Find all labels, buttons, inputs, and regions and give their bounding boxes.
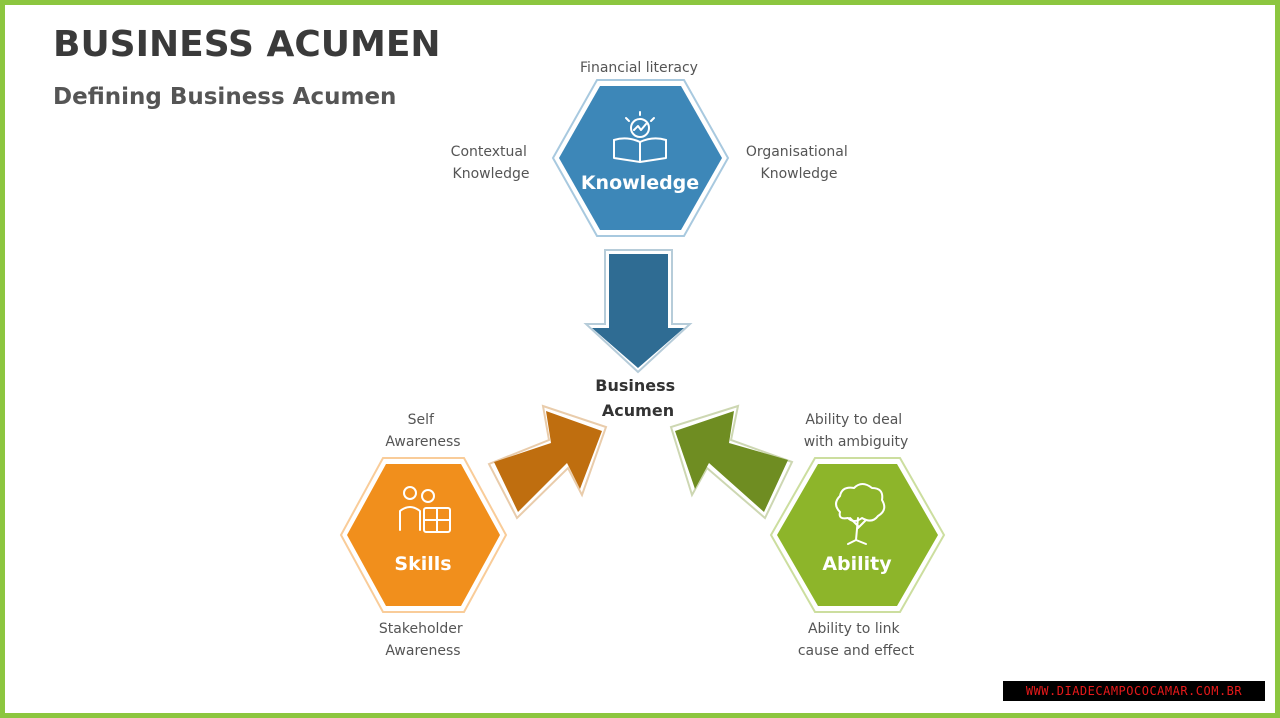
ability-ambiguity-line2: with ambiguity bbox=[804, 434, 909, 450]
ability-node: Ability bbox=[769, 457, 946, 613]
tree-brain-icon bbox=[835, 483, 886, 545]
ability-ambiguity-label: Ability to deal with ambiguity bbox=[804, 412, 909, 450]
book-idea-icon bbox=[613, 111, 667, 163]
knowledge-hexagon-outline bbox=[551, 79, 730, 237]
knowledge-node: Knowledge bbox=[551, 79, 730, 237]
skills-hexagon-outline bbox=[339, 457, 508, 613]
center-line1: Business bbox=[595, 376, 675, 395]
organisational-knowledge-line1: Organisational bbox=[746, 144, 848, 160]
ability-ambiguity-line1: Ability to deal bbox=[805, 412, 902, 428]
organisational-knowledge-line2: Knowledge bbox=[761, 166, 838, 182]
knowledge-label: Knowledge bbox=[581, 172, 699, 194]
contextual-knowledge-line1: Contextual bbox=[451, 144, 527, 160]
knowledge-arrow-shape bbox=[592, 254, 684, 368]
ability-hexagon bbox=[777, 464, 938, 606]
contextual-knowledge-line2: Knowledge bbox=[453, 166, 530, 182]
people-puzzle-icon bbox=[399, 486, 451, 533]
stakeholder-awareness-line2: Awareness bbox=[385, 643, 460, 659]
ability-cause-effect-line2: cause and effect bbox=[798, 643, 915, 659]
knowledge-arrow bbox=[583, 249, 693, 374]
stakeholder-awareness-line1: Stakeholder bbox=[379, 621, 463, 637]
self-awareness-line1: Self bbox=[408, 412, 435, 428]
financial-literacy-label: Financial literacy bbox=[580, 60, 698, 76]
business-acumen-center-label: Business Acumen bbox=[595, 376, 680, 420]
ability-cause-effect-label: Ability to link cause and effect bbox=[798, 621, 915, 659]
skills-hexagon bbox=[347, 464, 500, 606]
skills-node: Skills bbox=[339, 457, 508, 613]
ability-arrow bbox=[669, 404, 794, 520]
skills-label: Skills bbox=[394, 553, 451, 575]
self-awareness-label: Self Awareness bbox=[385, 412, 460, 450]
ability-label: Ability bbox=[822, 553, 892, 575]
slide-title: BUSINESS ACUMEN bbox=[53, 24, 441, 65]
ability-cause-effect-line1: Ability to link bbox=[808, 621, 901, 637]
skills-arrow bbox=[487, 404, 608, 520]
center-line2: Acumen bbox=[602, 401, 674, 420]
watermark-banner: WWW.DIADECAMPOCOCAMAR.COM.BR bbox=[1003, 681, 1265, 701]
organisational-knowledge-label: Organisational Knowledge bbox=[746, 144, 852, 182]
stakeholder-awareness-label: Stakeholder Awareness bbox=[379, 621, 467, 659]
contextual-knowledge-label: Contextual Knowledge bbox=[451, 144, 532, 182]
self-awareness-line2: Awareness bbox=[385, 434, 460, 450]
skills-arrow-shape bbox=[494, 411, 602, 512]
slide-subtitle: Defining Business Acumen bbox=[53, 84, 397, 110]
ability-arrow-shape bbox=[675, 411, 788, 512]
ability-hexagon-outline bbox=[769, 457, 946, 613]
